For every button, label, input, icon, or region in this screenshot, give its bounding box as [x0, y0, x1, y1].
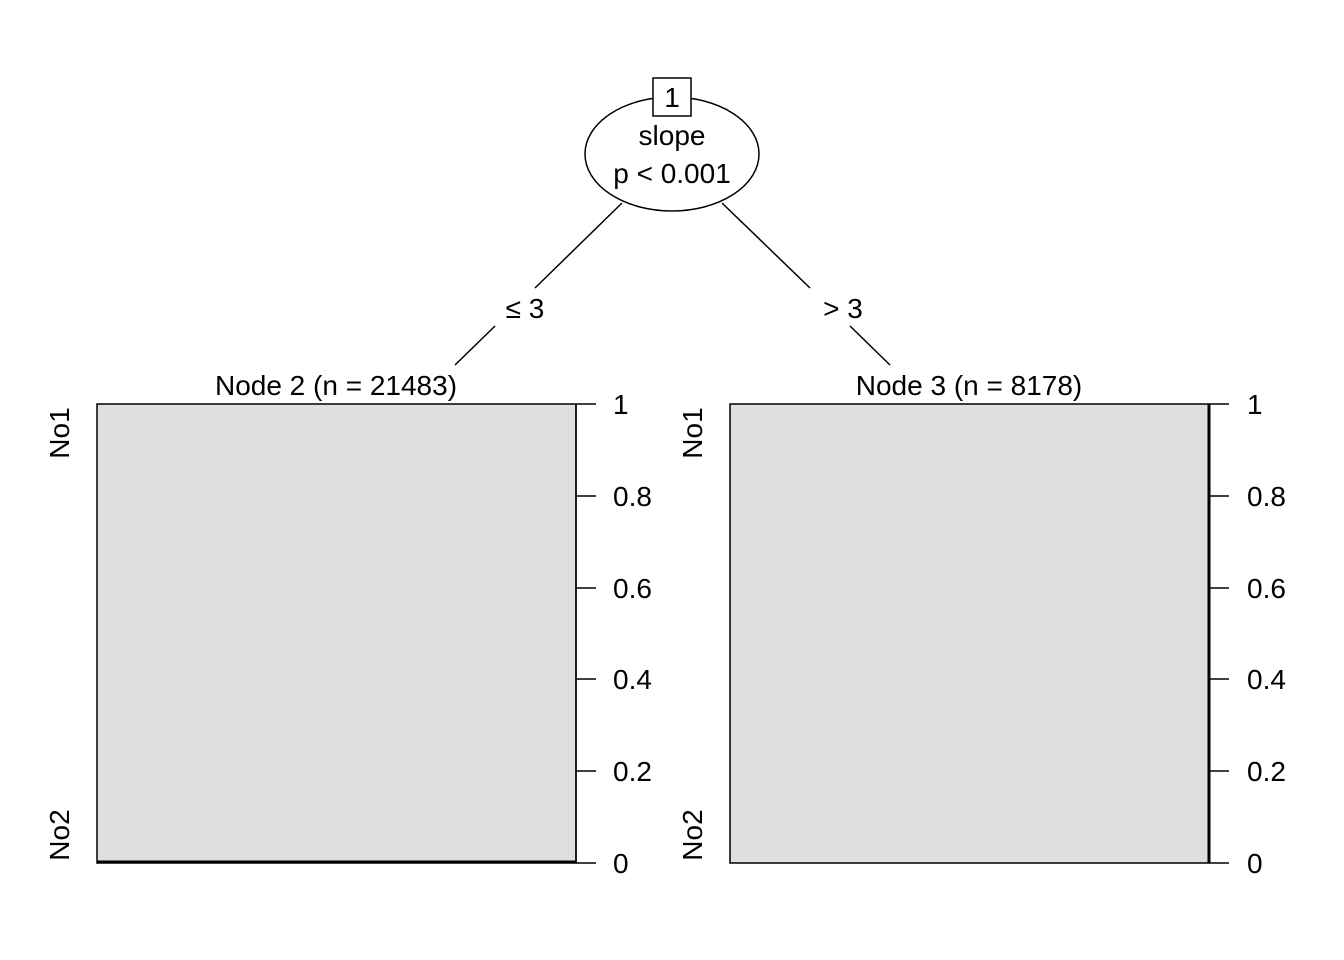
class-label-top: No1 — [44, 407, 75, 458]
y-tick-label: 0.8 — [613, 481, 652, 512]
y-tick-label: 0 — [613, 848, 629, 879]
terminal-node-bar — [729, 403, 1210, 864]
edge-label-right: > 3 — [823, 293, 863, 324]
y-tick-label: 0.4 — [1247, 664, 1286, 695]
edge-left — [534, 202, 623, 289]
edge-left-lower — [454, 325, 496, 366]
terminal-node-3: Node 3 (n = 8178) No1 No2 1 0.8 0.6 0.4 … — [677, 370, 1286, 879]
y-tick-label: 0.8 — [1247, 481, 1286, 512]
root-node-id-box — [652, 77, 692, 117]
y-tick-label: 0.4 — [613, 664, 652, 695]
y-axis-ticks-right: 1 0.8 0.6 0.4 0.2 0 — [1209, 389, 1286, 879]
terminal-node-header: Node 3 (n = 8178) — [856, 370, 1083, 401]
y-tick-label: 1 — [1247, 389, 1263, 420]
terminal-node-header: Node 2 (n = 21483) — [215, 370, 457, 401]
terminal-node-2: Node 2 (n = 21483) No1 No2 1 0.8 0.6 0.4… — [44, 370, 652, 879]
edge-right-lower — [849, 325, 891, 366]
y-axis-ticks-left: 1 0.8 0.6 0.4 0.2 0 — [576, 389, 652, 879]
class-label-bottom: No2 — [677, 809, 708, 860]
y-tick-label: 1 — [613, 389, 629, 420]
class-label-bottom: No2 — [44, 809, 75, 860]
y-tick-label: 0 — [1247, 848, 1263, 879]
y-tick-label: 0.2 — [1247, 756, 1286, 787]
class-label-top: No1 — [677, 407, 708, 458]
y-tick-label: 0.6 — [613, 573, 652, 604]
root-node-variable: slope — [639, 120, 706, 151]
terminal-node-bar — [96, 403, 577, 864]
root-node-pvalue: p < 0.001 — [613, 158, 731, 189]
root-node-id: 1 — [664, 82, 680, 113]
edge-label-left: ≤ 3 — [506, 293, 545, 324]
y-tick-label: 0.2 — [613, 756, 652, 787]
y-tick-label: 0.6 — [1247, 573, 1286, 604]
edge-right — [721, 202, 811, 289]
